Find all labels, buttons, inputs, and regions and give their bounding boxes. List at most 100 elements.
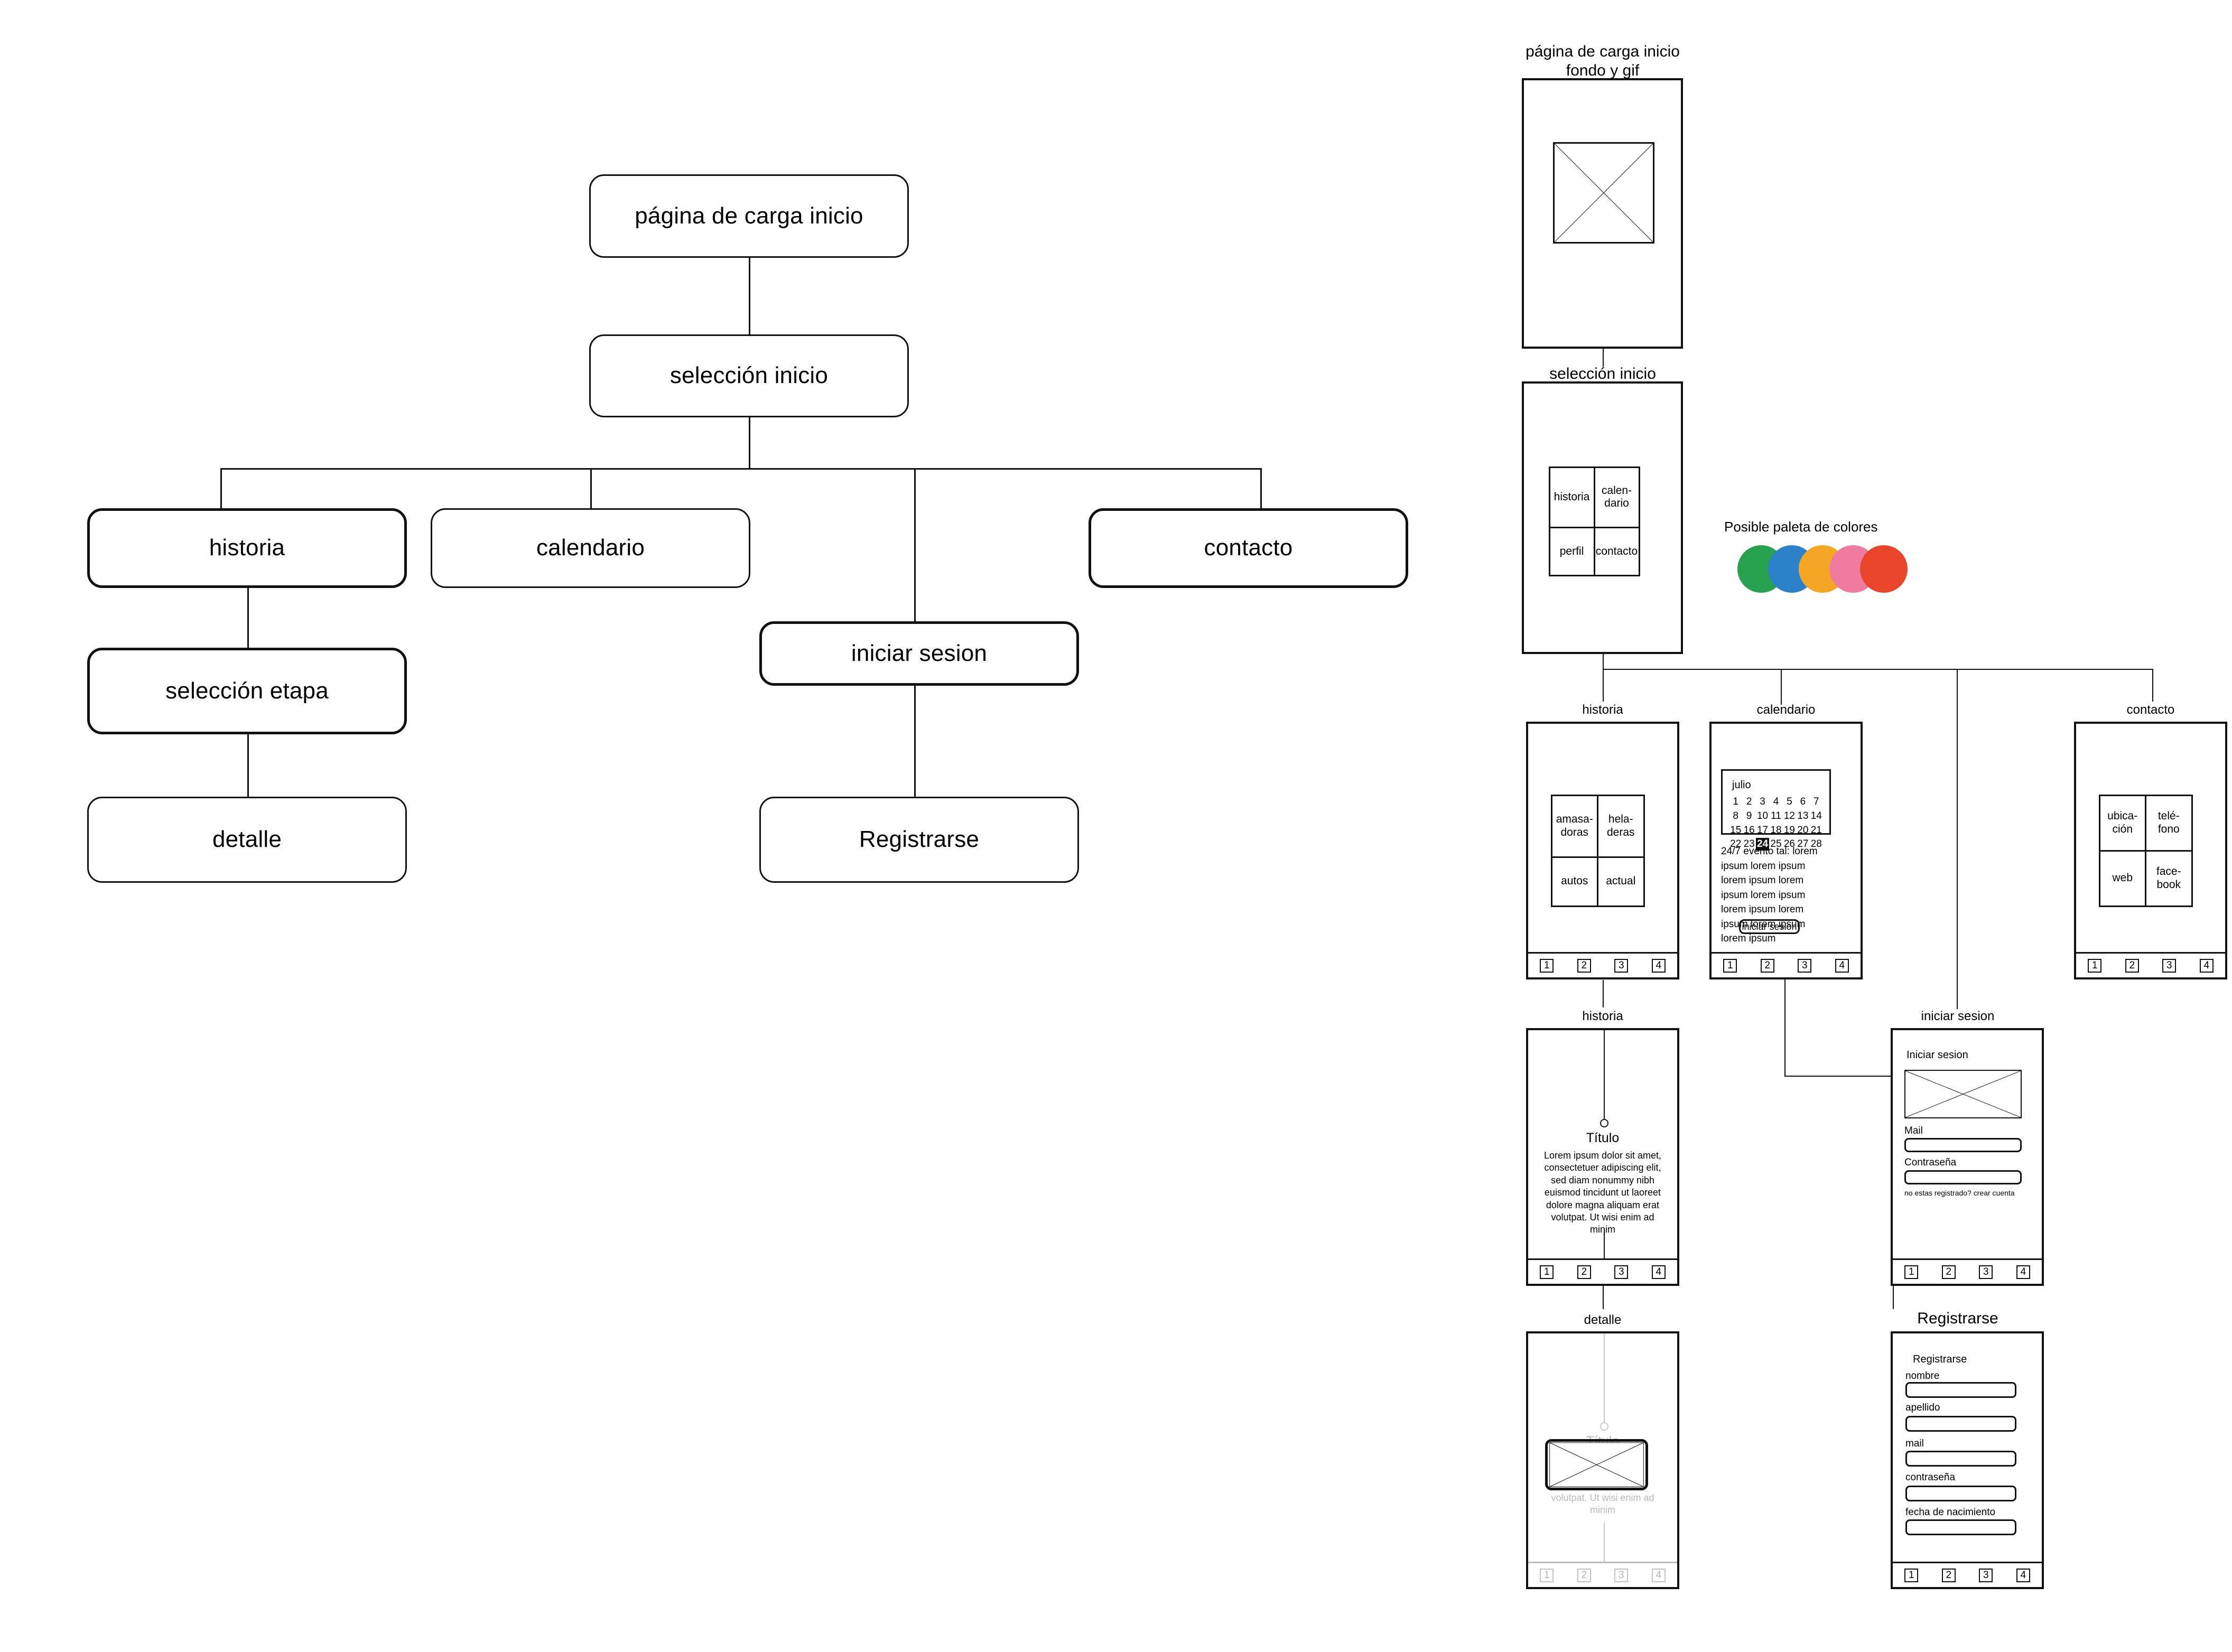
nav-button-1[interactable]: 1 bbox=[1540, 1265, 1554, 1279]
nav-button-1[interactable]: 1 bbox=[1540, 1568, 1554, 1582]
nav-button-4[interactable]: 4 bbox=[1651, 1265, 1666, 1279]
calendar-day[interactable]: 11 bbox=[1771, 810, 1781, 822]
nav-button-1[interactable]: 1 bbox=[2088, 958, 2102, 973]
tile-amasadoras[interactable]: amasa- doras bbox=[1550, 794, 1598, 858]
tile-historia[interactable]: historia bbox=[1548, 466, 1595, 529]
wf-screen-seleccion[interactable]: historia calen- dario perfil contacto bbox=[1522, 381, 1683, 654]
crear-cuenta-link[interactable]: no estas registrado? crear cuenta bbox=[1904, 1189, 2015, 1197]
tile-autos[interactable]: autos bbox=[1550, 856, 1598, 907]
nav-button-1[interactable]: 1 bbox=[1723, 958, 1737, 973]
nav-button-3[interactable]: 3 bbox=[1979, 1568, 1993, 1582]
calendar-day[interactable]: 7 bbox=[1813, 796, 1819, 807]
tile-ubicacion[interactable]: ubica- ción bbox=[2098, 794, 2146, 852]
contrasena-field[interactable] bbox=[1904, 1170, 2022, 1184]
nav-button-4[interactable]: 4 bbox=[1835, 958, 1849, 973]
calendar-day[interactable]: 16 bbox=[1743, 824, 1755, 836]
calendar-day[interactable]: 23 bbox=[1743, 838, 1755, 850]
calendar-day[interactable]: 1 bbox=[1733, 796, 1738, 807]
calendar-day[interactable]: 18 bbox=[1770, 824, 1782, 836]
tile-perfil[interactable]: perfil bbox=[1548, 527, 1595, 576]
flow-node-calendario[interactable]: calendario bbox=[431, 508, 750, 588]
flow-node-seleccion[interactable]: selección inicio bbox=[589, 334, 909, 417]
nav-button-1[interactable]: 1 bbox=[1904, 1265, 1919, 1279]
nav-button-2[interactable]: 2 bbox=[1577, 958, 1591, 973]
flow-node-iniciar-sesion[interactable]: iniciar sesion bbox=[759, 621, 1079, 686]
tile-telefono[interactable]: telé- fono bbox=[2145, 794, 2193, 852]
tile-contacto[interactable]: contacto bbox=[1593, 527, 1640, 576]
calendar-day[interactable]: 2 bbox=[1746, 796, 1752, 807]
nav-button-1[interactable]: 1 bbox=[1904, 1568, 1919, 1582]
calendar-day[interactable]: 10 bbox=[1756, 810, 1769, 822]
nav-button-4[interactable]: 4 bbox=[2016, 1568, 2030, 1582]
nav-button-2[interactable]: 2 bbox=[1941, 1265, 1956, 1279]
calendar-day[interactable]: 24 bbox=[1755, 838, 1770, 851]
tile-heladeras[interactable]: hela- deras bbox=[1597, 794, 1645, 858]
calendar-day[interactable]: 20 bbox=[1797, 824, 1809, 836]
nav-button-4[interactable]: 4 bbox=[1651, 1568, 1666, 1582]
wf-screen-historia[interactable]: amasa- doras hela- deras autos actual 1 … bbox=[1526, 722, 1679, 979]
calendar-day[interactable]: 4 bbox=[1773, 796, 1779, 807]
tile-actual[interactable]: actual bbox=[1597, 856, 1645, 907]
wf-caption-loading-line1: página de carga inicio bbox=[1526, 43, 1680, 60]
flow-node-historia[interactable]: historia bbox=[87, 508, 407, 588]
calendar-day[interactable]: 21 bbox=[1810, 824, 1822, 836]
mail-field[interactable] bbox=[1904, 1138, 2022, 1152]
nav-button-3[interactable]: 3 bbox=[1614, 958, 1629, 973]
flow-node-carga[interactable]: página de carga inicio bbox=[589, 174, 909, 258]
nav-button-2[interactable]: 2 bbox=[1577, 1265, 1591, 1279]
calendar-day[interactable]: 15 bbox=[1730, 824, 1742, 836]
wf-screen-detalle[interactable]: Título volutpat. Ut wisi enim ad minim 1… bbox=[1526, 1331, 1679, 1589]
calendar-day[interactable]: 6 bbox=[1800, 796, 1806, 807]
calendar-day[interactable]: 28 bbox=[1810, 838, 1822, 850]
nav-button-1[interactable]: 1 bbox=[1540, 958, 1554, 973]
calendar-day[interactable]: 22 bbox=[1730, 838, 1742, 850]
calendar-day[interactable]: 25 bbox=[1770, 838, 1782, 850]
calendar-day[interactable]: 5 bbox=[1787, 796, 1792, 807]
nav-button-3[interactable]: 3 bbox=[1798, 958, 1812, 973]
calendar-day[interactable]: 12 bbox=[1783, 810, 1795, 822]
nav-button-3[interactable]: 3 bbox=[1979, 1265, 1993, 1279]
nav-button-4[interactable]: 4 bbox=[1651, 958, 1666, 973]
apellido-field[interactable] bbox=[1905, 1416, 2016, 1432]
tile-facebook[interactable]: face- book bbox=[2145, 850, 2193, 907]
nav-button-2[interactable]: 2 bbox=[1760, 958, 1774, 973]
edge-bus-historia bbox=[220, 468, 222, 508]
nav-button-2[interactable]: 2 bbox=[1941, 1568, 1956, 1582]
nav-button-4[interactable]: 4 bbox=[2016, 1265, 2030, 1279]
flow-node-detalle[interactable]: detalle bbox=[87, 797, 407, 883]
calendar-day[interactable]: 19 bbox=[1783, 824, 1795, 836]
nav-button-2[interactable]: 2 bbox=[2125, 958, 2139, 973]
nav-button-4[interactable]: 4 bbox=[2199, 958, 2214, 973]
mail-field[interactable] bbox=[1905, 1451, 2016, 1467]
calendar-day[interactable]: 8 bbox=[1733, 810, 1738, 822]
wf-screen-registrarse[interactable]: Registrarse nombre apellido mail contras… bbox=[1891, 1331, 2044, 1589]
nav-button-3[interactable]: 3 bbox=[1614, 1568, 1629, 1582]
calendar-day[interactable]: 27 bbox=[1797, 838, 1809, 850]
iniciar-sesion-button[interactable]: iniciar sesion bbox=[1739, 919, 1800, 934]
calendar-day[interactable]: 14 bbox=[1810, 810, 1822, 822]
nombre-field[interactable] bbox=[1905, 1382, 2016, 1398]
wf-screen-contacto[interactable]: ubica- ción telé- fono web face- book 1 … bbox=[2074, 722, 2227, 979]
nav-button-3[interactable]: 3 bbox=[2162, 958, 2177, 973]
tile-web[interactable]: web bbox=[2098, 850, 2146, 907]
wf-caption-historia: historia bbox=[1582, 703, 1623, 717]
tile-calendario[interactable]: calen- dario bbox=[1593, 466, 1640, 529]
detalle-image-placeholder[interactable] bbox=[1545, 1439, 1648, 1490]
calendar-day[interactable]: 9 bbox=[1746, 810, 1752, 822]
flow-node-registrarse[interactable]: Registrarse bbox=[759, 797, 1079, 883]
calendar-day[interactable]: 17 bbox=[1756, 824, 1769, 836]
wf-screen-historia-detail[interactable]: Título Lorem ipsum dolor sit amet, conse… bbox=[1526, 1028, 1679, 1286]
nav-button-2[interactable]: 2 bbox=[1577, 1568, 1591, 1582]
fecha-nacimiento-field[interactable] bbox=[1905, 1519, 2016, 1535]
calendar-day[interactable]: 3 bbox=[1760, 796, 1765, 807]
calendar-day[interactable]: 26 bbox=[1783, 838, 1795, 850]
wf-screen-loading[interactable] bbox=[1522, 78, 1683, 349]
wf-screen-iniciar[interactable]: Iniciar sesion Mail Contraseña no estas … bbox=[1891, 1028, 2044, 1286]
flow-node-contacto[interactable]: contacto bbox=[1089, 508, 1408, 588]
calendar-day[interactable]: 13 bbox=[1797, 810, 1809, 822]
contrasena-field[interactable] bbox=[1905, 1486, 2016, 1501]
nav-button-3[interactable]: 3 bbox=[1614, 1265, 1629, 1279]
flow-node-seleccion-etapa[interactable]: selección etapa bbox=[87, 648, 407, 734]
